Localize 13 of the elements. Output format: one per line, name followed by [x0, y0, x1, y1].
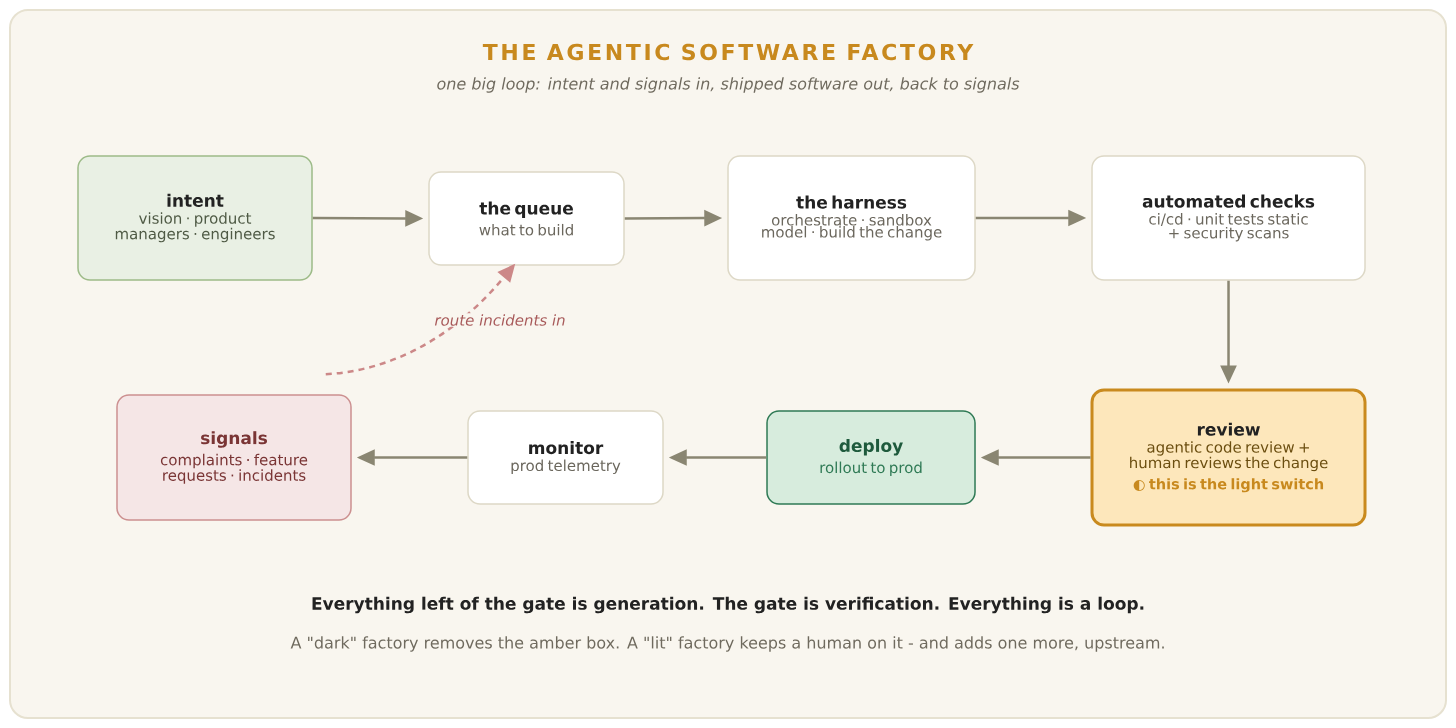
summary-text: Everything left of the gate is generation. The gate is verification. Everything is a loop.	[312, 596, 1144, 614]
title: THE AGENTIC SOFTWARE FACTORY	[482, 43, 974, 61]
process-box: the harness orchestrate · sandbox model · build the change	[727, 155, 976, 281]
process-box: intent vision · product managers · engineers	[77, 155, 313, 281]
subtitle: one big loop: intent and signals in, shipped software out, back to signals	[437, 77, 1020, 93]
process-box: deploy rollout to prod	[766, 410, 976, 505]
note-text: A "dark" factory removes the amber box. A "lit" factory keeps a human on it - and adds one more, upstream.	[290, 636, 1164, 652]
process-box: the queue what to build	[428, 171, 625, 266]
process-box: automated checks ci/cd · unit tests static + security scans	[1091, 155, 1366, 281]
process-box: monitor prod telemetry	[467, 410, 664, 505]
gate-box: review agentic code review + human reviews the change ◐ this is the light switch	[1090, 388, 1367, 527]
edge-label: route incidents in	[433, 313, 567, 327]
process-box: signals complaints · feature requests · incidents	[116, 394, 352, 521]
